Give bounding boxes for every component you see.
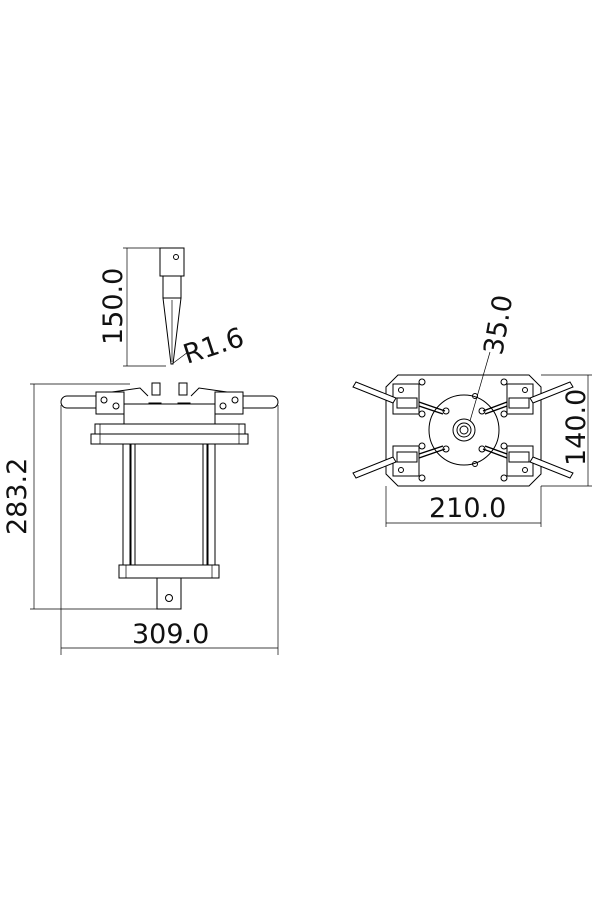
plate-height-label: 140.0 <box>561 389 592 466</box>
fixture-top-view: 140.0 210.0 35.0 <box>352 293 592 527</box>
overall-width-label: 309.0 <box>132 619 209 650</box>
hole-diameter-label: 35.0 <box>478 293 519 358</box>
fixture-front-view: 283.2 309.0 <box>2 382 279 655</box>
plate-width-label: 210.0 <box>429 493 506 524</box>
tip-height-label: 150.0 <box>98 268 129 345</box>
tip-radius-label: R1.6 <box>180 322 248 371</box>
probe-tip-detail: 150.0 R1.6 <box>98 247 248 371</box>
overall-height-label: 283.2 <box>2 458 33 535</box>
